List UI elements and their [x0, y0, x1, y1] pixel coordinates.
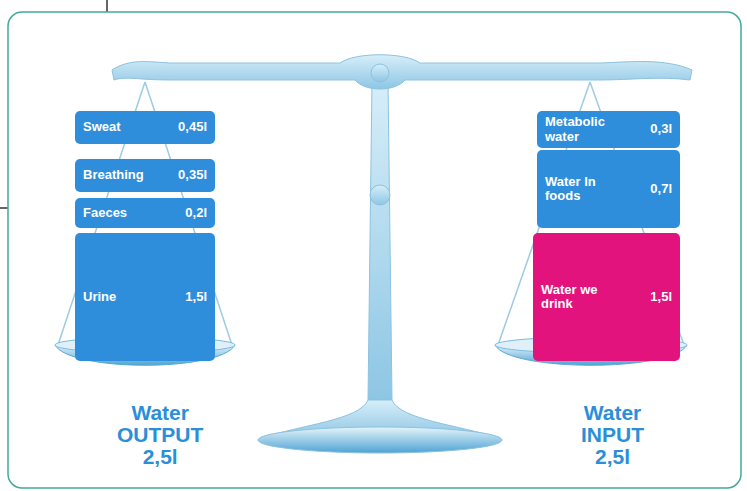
page-rule [106, 0, 108, 12]
water-source: Metabolic water [545, 115, 621, 144]
water-source: Sweat [83, 120, 121, 134]
water-box: Water we drink 1,5l [533, 233, 680, 361]
frame [8, 12, 741, 488]
water-amount: 1,5l [650, 290, 672, 304]
water-box: Water In foods 0,7l [537, 150, 680, 228]
water-source: Breathing [83, 168, 144, 182]
total-label: Water OUTPUT 2,5l [117, 402, 203, 468]
water-amount: 1,5l [185, 290, 207, 304]
water-amount: 0,2l [185, 206, 207, 220]
beam [112, 55, 692, 89]
water-box: Urine 1,5l [75, 233, 215, 361]
page-rule [0, 207, 8, 209]
water-box: Metabolic water 0,3l [537, 111, 680, 148]
water-source: Urine [83, 290, 116, 304]
water-source: Faeces [83, 206, 127, 220]
water-amount: 0,35l [178, 168, 207, 182]
pivot [371, 64, 389, 82]
water-source: Water In foods [545, 175, 607, 204]
post-knob [370, 185, 390, 205]
total-label: Water INPUT 2,5l [581, 402, 644, 468]
water-box: Faeces 0,2l [75, 198, 215, 228]
water-amount: 0,3l [650, 122, 672, 136]
water-amount: 0,7l [650, 182, 672, 196]
post [368, 80, 392, 400]
water-box: Breathing 0,35l [75, 159, 215, 192]
water-box: Sweat 0,45l [75, 111, 215, 144]
water-source: Water we drink [541, 283, 607, 312]
base-plate [258, 427, 502, 453]
water-amount: 0,45l [178, 120, 207, 134]
